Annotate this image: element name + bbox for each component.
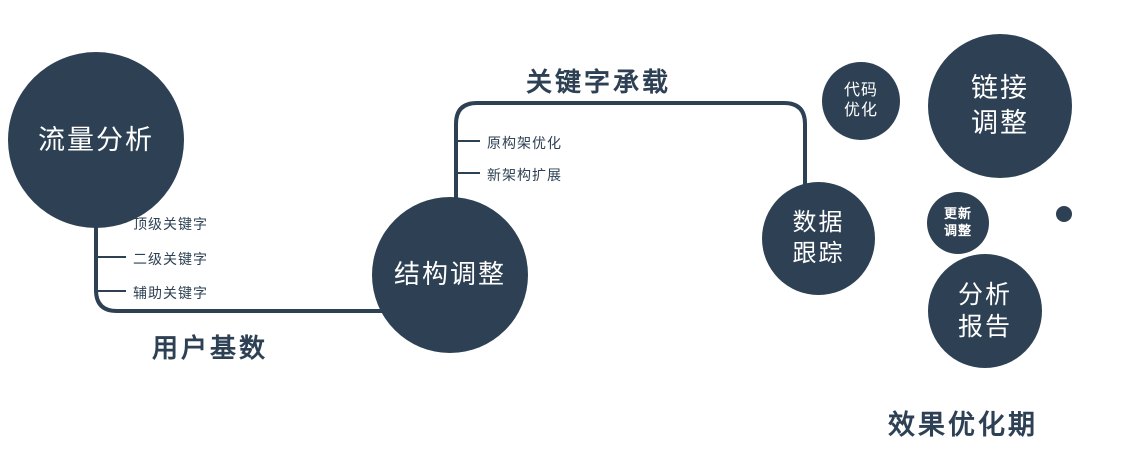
branch-original-architecture: 原构架优化 bbox=[487, 135, 562, 151]
connector-structure-tracking bbox=[454, 101, 807, 210]
node-link-adjustment-label: 链接 调整 bbox=[971, 73, 1029, 138]
node-code-optimization: 代码 优化 bbox=[822, 62, 900, 140]
node-traffic-analysis: 流量分析 bbox=[8, 52, 184, 228]
edge-label-keyword-carry: 关键字承载 bbox=[526, 67, 672, 97]
edge-label-user-base: 用户基数 bbox=[152, 333, 269, 363]
branch-aux-keywords: 辅助关键字 bbox=[133, 285, 208, 301]
node-data-tracking: 数据 跟踪 bbox=[762, 182, 875, 295]
node-update-adjustment: 更新 调整 bbox=[927, 192, 989, 254]
node-code-optimization-label: 代码 优化 bbox=[843, 81, 878, 119]
node-data-tracking-label: 数据 跟踪 bbox=[792, 208, 845, 267]
node-structure-adjustment-label: 结构调整 bbox=[393, 259, 506, 290]
footer-effect-optimization: 效果优化期 bbox=[888, 410, 1038, 440]
branch-second-keywords: 二级关键字 bbox=[133, 251, 208, 267]
node-analysis-report: 分析 报告 bbox=[928, 254, 1042, 368]
node-small-dot bbox=[1056, 206, 1072, 222]
node-link-adjustment: 链接 调整 bbox=[928, 34, 1072, 178]
branch-top-keywords: 顶级关键字 bbox=[133, 216, 208, 232]
node-traffic-analysis-label: 流量分析 bbox=[38, 124, 154, 155]
branch-new-architecture: 新架构扩展 bbox=[487, 167, 562, 183]
node-structure-adjustment: 结构调整 bbox=[372, 197, 528, 353]
node-analysis-report-label: 分析 报告 bbox=[957, 281, 1012, 341]
node-update-adjustment-label: 更新 调整 bbox=[943, 206, 972, 238]
